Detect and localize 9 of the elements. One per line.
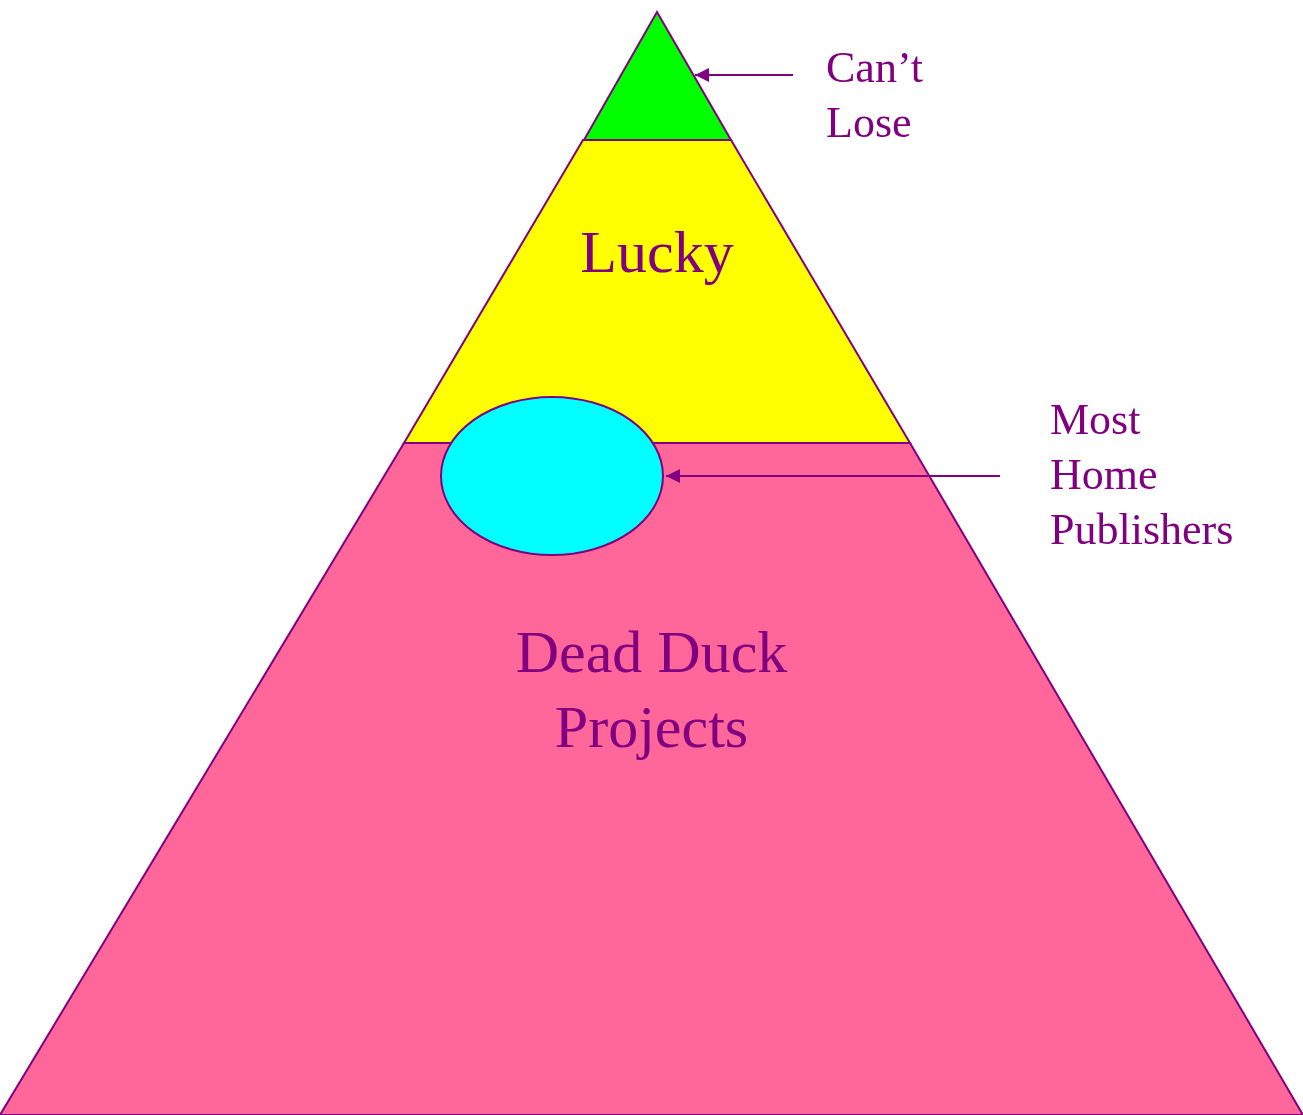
apex-triangle [584, 12, 731, 140]
base-band [0, 443, 1303, 1115]
leader-arrow [694, 68, 794, 82]
ellipse-marker [440, 396, 664, 556]
band-label: Dead Duck Projects [514, 618, 789, 762]
callout-text: Most Home Publishers [1050, 394, 1234, 556]
callout-text: Can’t Lose [826, 42, 923, 149]
band-label: Lucky [579, 217, 735, 287]
leader-arrow [665, 469, 1001, 483]
